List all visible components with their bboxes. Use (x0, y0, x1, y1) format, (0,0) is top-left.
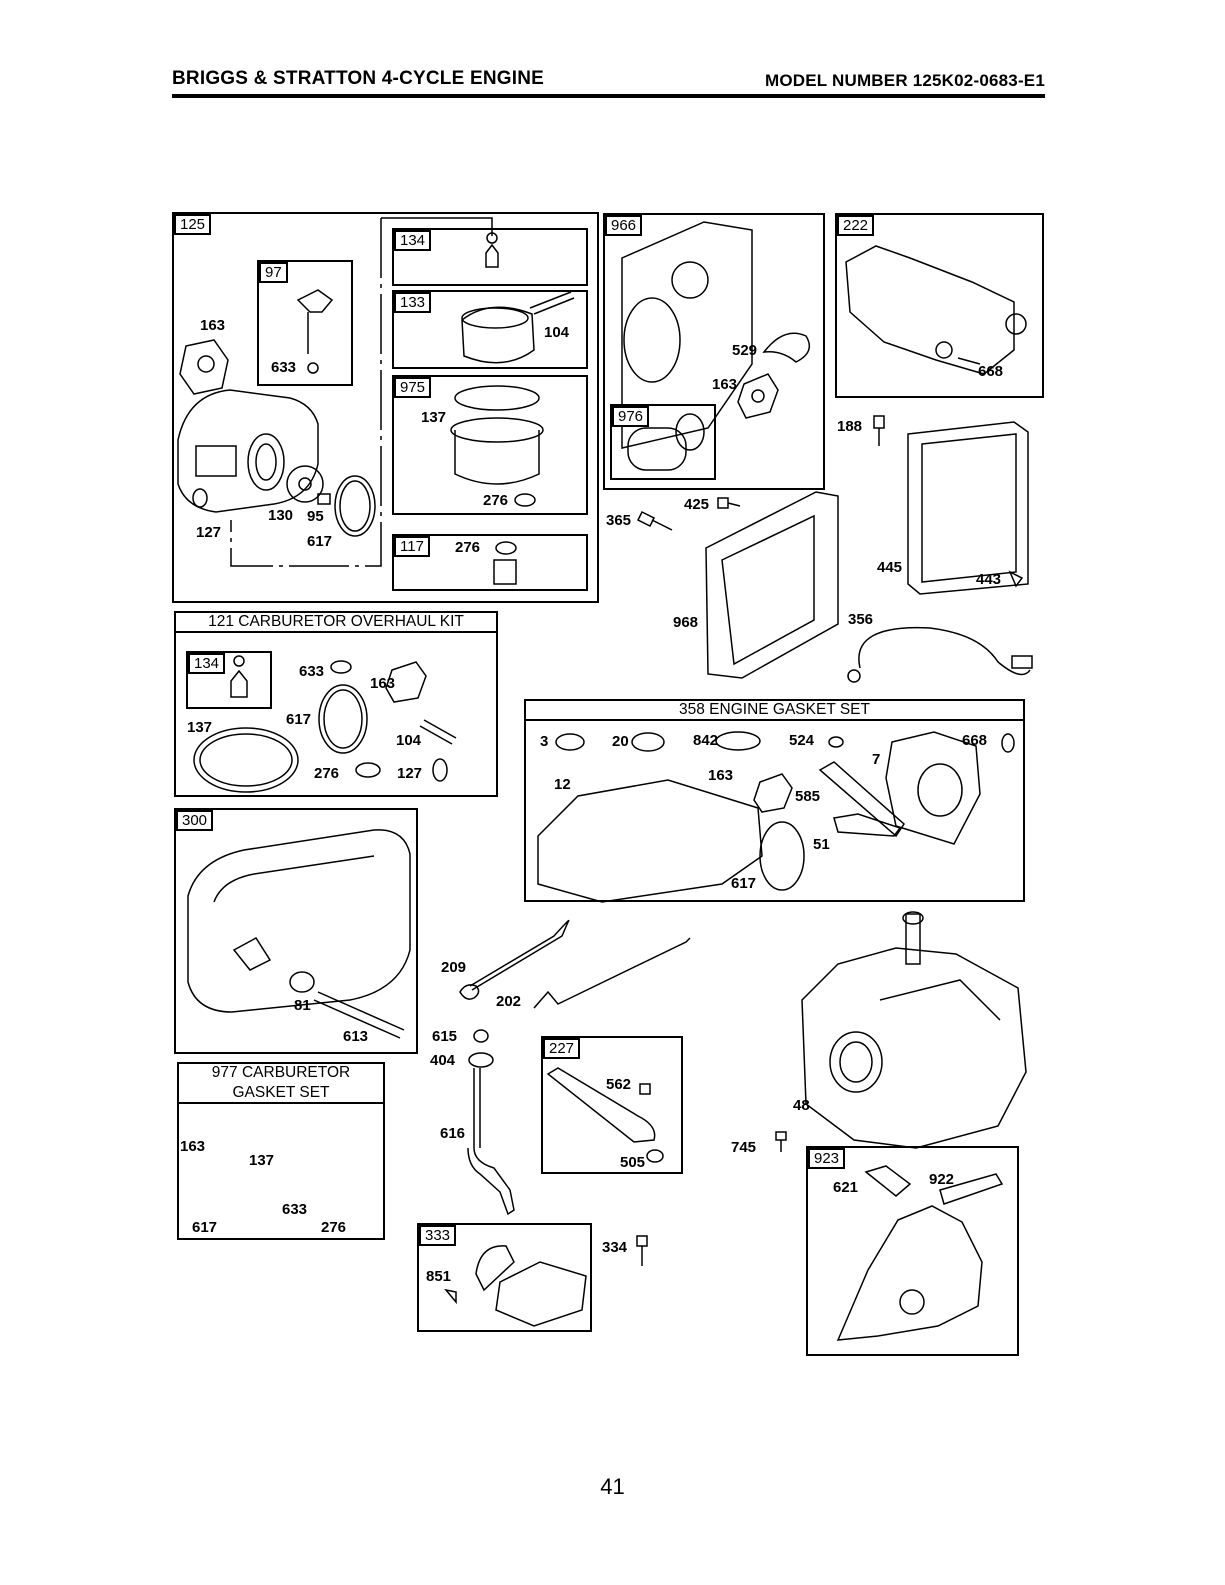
box-300 (174, 808, 418, 1054)
box-133 (392, 290, 588, 369)
part-label: 137 (421, 409, 447, 426)
part-label: 12 (554, 776, 571, 793)
part-label: 851 (426, 1268, 452, 1285)
part-label: 95 (307, 508, 324, 525)
part-label: 127 (397, 765, 423, 782)
group-tag-227: 227 (543, 1038, 581, 1059)
part-label: 668 (978, 363, 1004, 380)
group-tag-923: 923 (808, 1148, 846, 1169)
part-label: 163 (712, 376, 738, 393)
part-label: 617 (731, 875, 757, 892)
box-975 (392, 375, 588, 515)
box-117 (392, 534, 588, 591)
part-label: 613 (343, 1028, 369, 1045)
part-label: 81 (294, 997, 311, 1014)
group-tag-97: 97 (259, 262, 288, 283)
part-label: 968 (673, 614, 699, 631)
part-label: 745 (731, 1139, 757, 1156)
part-label: 617 (307, 533, 333, 550)
box-125 (172, 212, 599, 603)
part-label: 163 (370, 675, 396, 692)
part-label: 127 (196, 524, 222, 541)
box-134b (186, 651, 272, 709)
group-tag-300: 300 (176, 810, 214, 831)
part-label: 842 (693, 732, 719, 749)
part-label: 3 (540, 733, 549, 750)
part-label: 425 (684, 496, 710, 513)
box-976 (610, 404, 716, 480)
group-tag-134: 134 (394, 230, 432, 251)
part-label: 130 (268, 507, 294, 524)
group-tag-117: 117 (394, 536, 430, 557)
part-label: 20 (612, 733, 629, 750)
part-label: 668 (962, 732, 988, 749)
group-tag-976: 976 (612, 406, 650, 427)
part-label: 615 (432, 1028, 458, 1045)
part-label: 276 (483, 492, 509, 509)
part-label: 104 (544, 324, 570, 341)
part-label: 202 (496, 993, 522, 1010)
part-label: 51 (813, 836, 830, 853)
box-134a (392, 228, 588, 286)
group-tag-125: 125 (174, 214, 212, 235)
box-97 (257, 260, 353, 386)
part-label: 276 (455, 539, 481, 556)
group-tag-966: 966 (605, 215, 643, 236)
group-tag-134-kit: 134 (188, 653, 226, 674)
group-tag-133: 133 (394, 292, 432, 313)
part-label: 334 (602, 1239, 628, 1256)
kit-title-977-line1: 977 CARBURETOR (211, 1064, 351, 1081)
box-977-kit (177, 1062, 385, 1240)
part-label: 276 (321, 1219, 347, 1236)
part-label: 529 (732, 342, 758, 359)
part-label: 276 (314, 765, 340, 782)
part-label: 617 (286, 711, 312, 728)
group-tag-975: 975 (394, 377, 432, 398)
part-label: 163 (200, 317, 226, 334)
part-label: 188 (837, 418, 863, 435)
part-label: 585 (795, 788, 821, 805)
page-number: 41 (600, 1474, 625, 1499)
box-121-kit (174, 611, 498, 797)
part-label: 137 (187, 719, 213, 736)
part-label: 365 (606, 512, 632, 529)
kit-title-121: 121 CARBURETOR OVERHAUL KIT (175, 613, 497, 633)
part-label: 443 (976, 571, 1002, 588)
part-label: 616 (440, 1125, 466, 1142)
part-label: 633 (299, 663, 325, 680)
box-358-kit (524, 699, 1025, 902)
header-rule (172, 94, 1045, 98)
box-227 (541, 1036, 683, 1174)
part-label: 633 (271, 359, 297, 376)
kit-title-977-line2: GASKET SET (178, 1084, 384, 1104)
part-label: 137 (249, 1152, 275, 1169)
part-label: 505 (620, 1154, 646, 1171)
header-title: BRIGGS & STRATTON 4-CYCLE ENGINE (172, 68, 545, 89)
part-label: 922 (929, 1171, 955, 1188)
part-label: 524 (789, 732, 815, 749)
part-label: 633 (282, 1201, 308, 1218)
group-tag-222: 222 (837, 215, 875, 236)
part-label: 617 (192, 1219, 218, 1236)
part-label: 104 (396, 732, 422, 749)
kit-title-358: 358 ENGINE GASKET SET (525, 701, 1024, 721)
part-label: 209 (441, 959, 467, 976)
part-label: 163 (180, 1138, 206, 1155)
part-label: 163 (708, 767, 734, 784)
header-model-number: MODEL NUMBER 125K02-0683-E1 (764, 71, 1045, 90)
part-label: 7 (872, 751, 881, 768)
box-966 (603, 213, 825, 490)
part-label: 445 (877, 559, 903, 576)
part-label: 356 (848, 611, 874, 628)
part-label: 621 (833, 1179, 859, 1196)
part-label: 48 (793, 1097, 810, 1114)
part-label: 404 (430, 1052, 456, 1069)
part-label: 562 (606, 1076, 632, 1093)
box-222 (835, 213, 1044, 398)
box-333 (417, 1223, 592, 1332)
group-tag-333: 333 (419, 1225, 457, 1246)
